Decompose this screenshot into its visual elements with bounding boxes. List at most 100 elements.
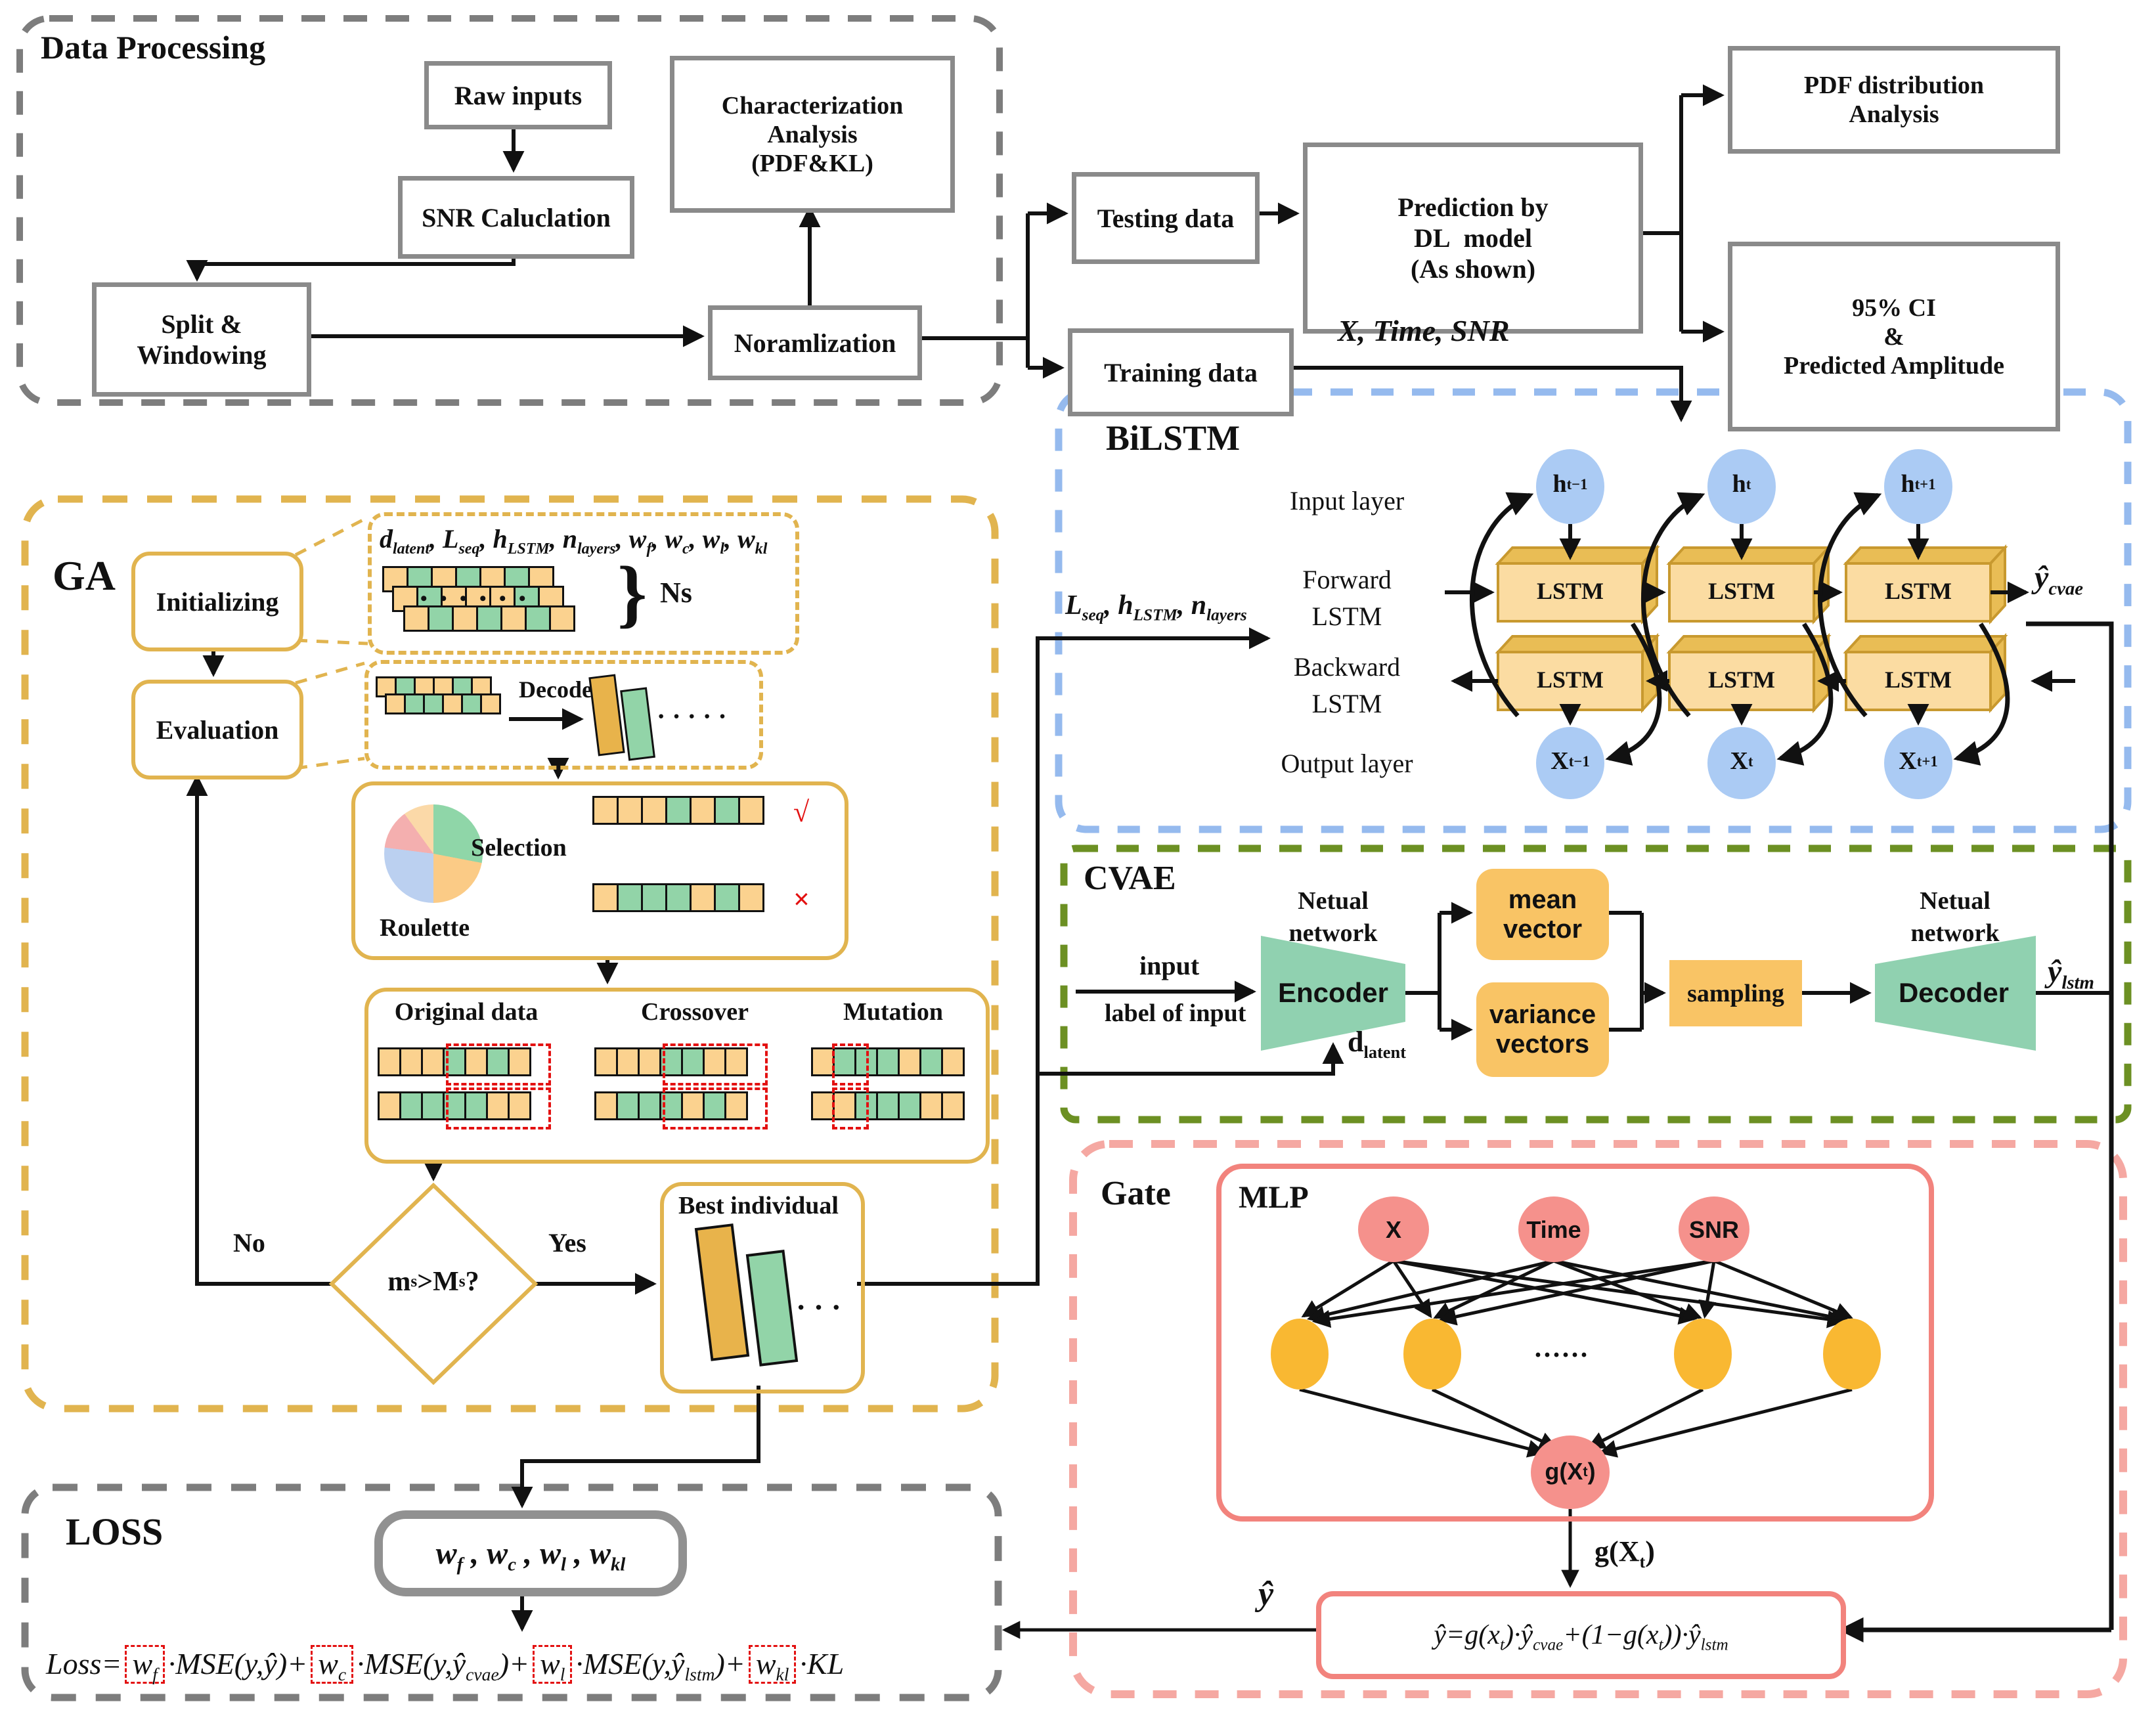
bilstm-input-params: Lseq, hLSTM, nlayers: [1065, 590, 1247, 625]
chromosome-cell: [508, 1047, 531, 1076]
chromosome-strip: [811, 1091, 965, 1120]
chromosome-cell: [594, 1047, 618, 1076]
chromosome-cell: [690, 883, 716, 912]
no-label: No: [233, 1228, 265, 1258]
sampling-label: sampling: [1687, 979, 1784, 1007]
testing-data-label: Testing data: [1097, 203, 1235, 233]
ns-label: Ns: [660, 577, 692, 609]
chromosome-cell: [428, 605, 454, 632]
ga-graphics: [186, 515, 1344, 1632]
chromosome-strip: [403, 605, 575, 632]
gate-input-node-label: X: [1385, 1216, 1401, 1243]
ci-amplitude-box: 95% CI&Predicted Amplitude: [1728, 242, 2060, 431]
g-arrow-label: g(Xt): [1595, 1535, 1655, 1571]
chromosome-cell: [461, 693, 482, 714]
gate-title: Gate: [1101, 1175, 1171, 1212]
cvae-title: CVAE: [1084, 860, 1176, 897]
decoder-label: Decoder: [1898, 977, 2010, 1008]
input-label: input: [1139, 951, 1200, 980]
decoder-trapezoid: [1875, 936, 2036, 1051]
normalization-box: Noramlization: [708, 305, 922, 380]
x-time-snr-label: X, Time, SNR: [1338, 314, 1510, 347]
chromosome-cell: [421, 1047, 445, 1076]
best-individual-label: Best individual: [678, 1192, 839, 1219]
cvae-graphics: [1076, 902, 2111, 1051]
chromosome-cell: [876, 1091, 900, 1120]
chromosome-cell: [592, 796, 619, 825]
label-of-input-label: label of input: [1105, 999, 1246, 1027]
chromosome-cell: [738, 883, 764, 912]
chromosome-cell: [690, 796, 716, 825]
chromosome-cell: [714, 796, 740, 825]
chromosome-cell: [442, 693, 463, 714]
encoder-label: Encoder: [1277, 977, 1389, 1008]
lstm-cell-label: LSTM: [1707, 667, 1776, 693]
mutation-segment-marker: [832, 1043, 869, 1085]
lstm-cell-label: LSTM: [1884, 578, 1952, 604]
decode-layers-icon: [588, 674, 655, 761]
cross-mark: ×: [793, 883, 810, 915]
cvae-border: [1060, 844, 2132, 1124]
sampling-box: sampling: [1669, 960, 1802, 1026]
chromosome-strip: [592, 796, 764, 825]
gate-graphics: [1001, 1196, 1881, 1639]
chromosome-strip: [378, 1047, 531, 1076]
data-processing-title: Data Processing: [41, 29, 266, 66]
chromosome-cell: [423, 693, 444, 714]
best-individual-box: [660, 1182, 865, 1393]
chromosome-cell: [724, 1091, 748, 1120]
roulette-label: Roulette: [380, 914, 470, 942]
bilstm-border: [1055, 388, 2132, 833]
loss-formula: Loss=wf·MSE(y,ŷ)+wc·MSE(y,ŷcvae)+wl·MSE(…: [46, 1645, 979, 1684]
selection-label: Selection: [471, 834, 567, 862]
crossover-segment-marker: [446, 1087, 551, 1129]
chromosome-cell: [486, 1047, 510, 1076]
chromosome-cell: [378, 1047, 401, 1076]
chromosome-strip: [378, 1091, 531, 1120]
chromosome-strip: [592, 883, 764, 912]
decode-dots: · · · · ·: [657, 701, 727, 731]
chromosome-cell: [641, 883, 667, 912]
original-data-label: Original data: [394, 998, 539, 1026]
gate-input-node-label: Time: [1526, 1216, 1581, 1243]
raw-inputs-label: Raw inputs: [454, 80, 583, 110]
chromosome-cell: [616, 1091, 640, 1120]
chromosome-cell: [464, 1047, 488, 1076]
chromosome-cell: [898, 1091, 921, 1120]
chromosome-strip: [811, 1047, 965, 1076]
initializing-label: Initializing: [156, 586, 279, 617]
d-latent-label: dlatent: [1348, 1026, 1406, 1062]
gate-formula-box: ŷ=g(xt)·ŷcvae+(1−g(xt))·ŷlstm: [1316, 1591, 1846, 1679]
gate-input-node-label: SNR: [1688, 1216, 1739, 1243]
lstm-cell-label: LSTM: [1536, 578, 1604, 604]
ga-title: GA: [53, 552, 116, 599]
chromosome-strip: [385, 693, 501, 714]
chromosome-cell: [378, 1091, 401, 1120]
normalization-label: Noramlization: [734, 328, 896, 358]
population-container: [368, 512, 799, 655]
crossover-segment-marker: [663, 1043, 768, 1085]
bilstm-title: BiLSTM: [1106, 418, 1241, 458]
chromosome-cell: [811, 1047, 835, 1076]
chromosome-cell: [714, 883, 740, 912]
initializing-box: Initializing: [131, 552, 303, 651]
chromosome-cell: [833, 1047, 856, 1076]
chromosome-cell: [703, 1091, 726, 1120]
chromosome-cell: [738, 796, 764, 825]
chromosome-cell: [898, 1047, 921, 1076]
best-individual-layers-icon: [694, 1223, 799, 1367]
